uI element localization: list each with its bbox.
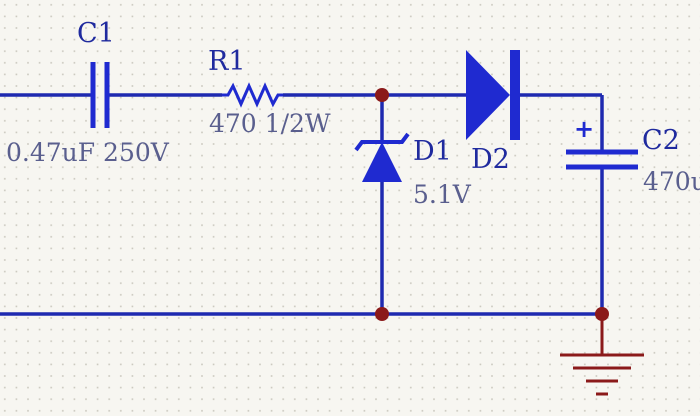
- zener-diode-icon[interactable]: [354, 132, 410, 182]
- junction-dot: [375, 307, 389, 321]
- c1-value-label: 0.47uF 250V: [6, 138, 170, 167]
- d1-value-label: 5.1V: [413, 180, 472, 209]
- junction-dot: [595, 307, 609, 321]
- polarized-capacitor-icon[interactable]: [566, 149, 638, 170]
- diode-icon[interactable]: [466, 50, 520, 140]
- resistor-icon[interactable]: [222, 82, 283, 108]
- wires: [0, 93, 604, 316]
- d2-ref-label: D2: [471, 144, 510, 175]
- capacitor-icon[interactable]: [90, 62, 110, 128]
- r1-ref-label: R1: [208, 46, 246, 77]
- r1-value-label: 470 1/2W: [209, 109, 331, 138]
- junctions: [375, 88, 609, 321]
- c1-ref-label: C1: [77, 18, 115, 49]
- junction-dot: [375, 88, 389, 102]
- c2-ref-label: C2: [642, 125, 680, 156]
- c2-value-label: 470u: [643, 167, 700, 196]
- d1-ref-label: D1: [413, 136, 452, 167]
- ground-icon[interactable]: [560, 314, 644, 396]
- c2-polarity-mark: +: [574, 115, 594, 143]
